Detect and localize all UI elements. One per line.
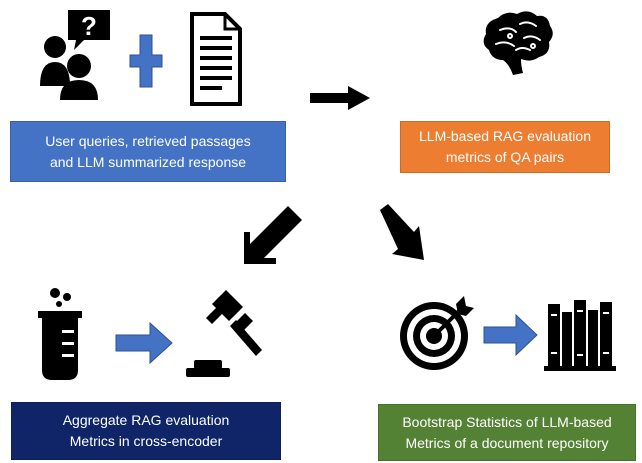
user-queries-line-1: User queries, retrieved passages <box>45 132 251 149</box>
blue-arrow-right <box>483 313 538 357</box>
llm-metrics-line-2: metrics of QA pairs <box>445 149 565 165</box>
aggregate-line-2: Metrics in cross-encoder <box>69 433 223 449</box>
bootstrap-line-1: Bootstrap Statistics of LLM-based <box>402 413 612 430</box>
llm-metrics-line-1: LLM-based RAG evaluation <box>419 128 591 144</box>
aggregate-line-1: Aggregate RAG evaluation <box>62 412 230 428</box>
user-queries-box: User queries, retrieved passages and LLM… <box>10 121 286 182</box>
bootstrap-line-2: Metrics of a document repository <box>405 434 609 451</box>
brain-icon <box>483 11 553 75</box>
beaker-icon <box>38 288 82 380</box>
down-left-arrow <box>244 206 302 264</box>
books-icon <box>544 300 616 371</box>
svg-text:?: ? <box>81 11 97 41</box>
user-queries-line-2: and LLM summarized response <box>49 153 247 170</box>
down-right-arrow <box>380 204 424 260</box>
bootstrap-box: Bootstrap Statistics of LLM-based Metric… <box>378 404 636 461</box>
llm-metrics-box: LLM-based RAG evaluation metrics of QA p… <box>400 121 610 173</box>
blue-arrow-left <box>115 321 173 365</box>
aggregate-box: Aggregate RAG evaluation Metrics in cros… <box>11 402 281 460</box>
gavel-icon <box>186 290 262 377</box>
users-question-icon: ? <box>40 10 110 100</box>
target-icon <box>400 296 474 370</box>
plus-icon <box>129 34 163 88</box>
right-arrow <box>310 86 370 110</box>
document-icon <box>190 12 242 106</box>
